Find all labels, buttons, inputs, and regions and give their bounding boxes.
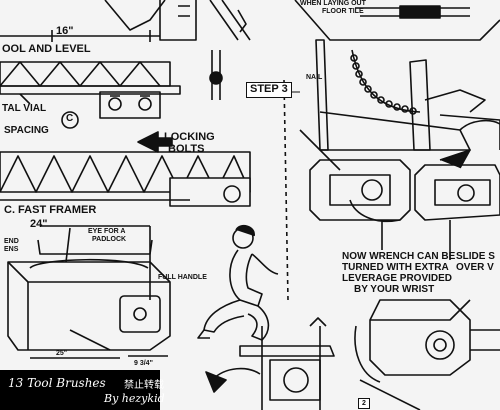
dimension-25-label: 25" <box>56 350 68 357</box>
slide-line1: SLIDE S <box>456 251 495 262</box>
grinder-drawing <box>354 299 500 410</box>
eye-for-a-label: EYE FOR A <box>88 228 126 235</box>
padlock-label: PADLOCK <box>92 236 127 243</box>
locking-label: LOCKING <box>164 131 215 143</box>
floor-tile-label: FLOOR TILE <box>322 8 364 15</box>
tool-and-level-label: OOL AND LEVEL <box>2 43 91 55</box>
wrench-line1: NOW WRENCH CAN BE <box>342 251 456 262</box>
wrench-drawing <box>299 89 500 260</box>
full-handle-label: FULL HANDLE <box>158 274 207 281</box>
dimension-16-label: 16" <box>56 25 74 37</box>
spacing-label: SPACING <box>4 125 49 136</box>
ens-label: ENS <box>4 246 19 253</box>
wrench-line2: TURNED WITH EXTRA <box>342 262 449 273</box>
step3-drawing <box>250 79 300 301</box>
toolbox-drawing <box>7 225 171 359</box>
kneeling-person-drawing <box>197 224 279 341</box>
truss-level-drawing <box>0 30 251 207</box>
circle-c-label: C <box>66 113 74 124</box>
floor-tile-drawing <box>294 0 500 151</box>
dimension-24-label: 24" <box>30 218 48 230</box>
wrench-line4: BY YOUR WRIST <box>354 284 435 295</box>
laying-out-label: WHEN LAYING OUT <box>300 0 366 7</box>
number-2-label: 2 <box>358 398 370 410</box>
end-label: END <box>4 238 19 245</box>
fast-framer-label: C. FAST FRAMER <box>4 204 97 216</box>
vial-label: TAL VIAL <box>2 103 47 114</box>
caption-author: By hezykid <box>104 392 165 405</box>
no-repost-stamp: 禁止转载 <box>124 380 164 391</box>
bottom-clamp-drawing <box>205 317 335 410</box>
caption-title: 13 Tool Brushes <box>8 376 106 390</box>
slide-line2: OVER V <box>456 262 494 273</box>
bolts-label: BOLTS <box>168 143 205 155</box>
dimension-9-34-label: 9 3/4" <box>134 360 153 367</box>
nail-label: NAIL <box>306 74 323 81</box>
wrench-line3: LEVERAGE PROVIDED <box>342 273 453 284</box>
top-clamp-drawing <box>104 0 251 100</box>
step3-label: STEP 3 <box>246 82 292 98</box>
caption-bar: 13 Tool Brushes By hezykid <box>0 370 165 410</box>
